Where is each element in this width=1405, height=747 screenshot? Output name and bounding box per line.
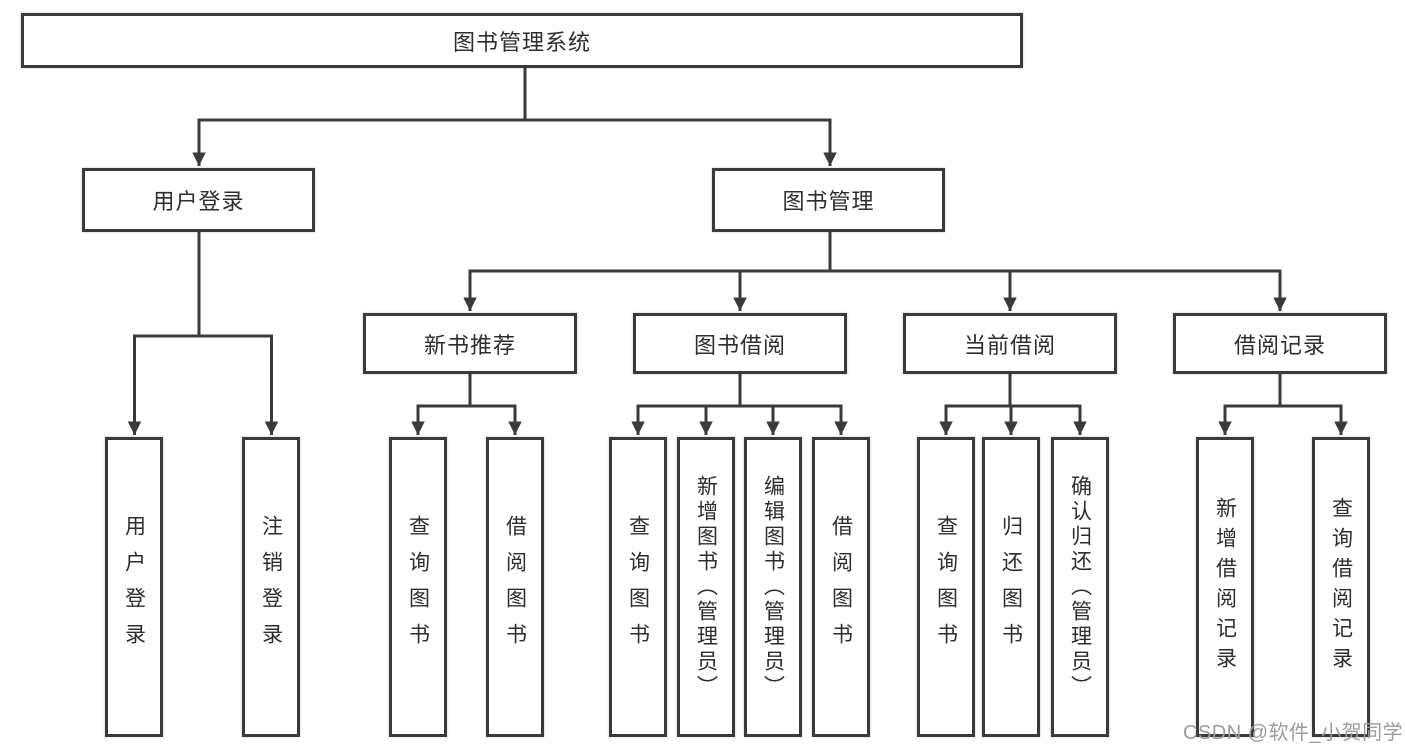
node-borrow-records: 借阅记录 [1173, 313, 1387, 374]
node-current-borrow: 当前借阅 [903, 313, 1117, 374]
leaf-borrow-books-recommend: 借阅图书 [486, 437, 544, 737]
leaf-user-login: 用户登录 [105, 437, 163, 737]
leaf-borrow-books: 借阅图书 [812, 437, 870, 737]
leaf-logout: 注销登录 [242, 437, 300, 737]
node-book-management: 图书管理 [712, 168, 945, 232]
leaf-confirm-return-admin: 确认归还（管理员） [1051, 437, 1109, 737]
leaf-query-borrow-record: 查询借阅记录 [1312, 437, 1370, 737]
node-new-book-recommend: 新书推荐 [363, 313, 577, 374]
node-user-login: 用户登录 [82, 168, 315, 232]
node-current-borrow-label: 当前借阅 [963, 332, 1056, 358]
leaf-edit-books-admin: 编辑图书（管理员） [744, 437, 802, 737]
leaf-query-books-borrow: 查询图书 [609, 437, 667, 737]
leaf-query-books-current: 查询图书 [917, 437, 975, 737]
leaf-return-books: 归还图书 [982, 437, 1040, 737]
node-user-login-label: 用户登录 [152, 189, 245, 214]
node-borrow-records-label: 借阅记录 [1233, 332, 1326, 358]
node-root-system: 图书管理系统 [21, 13, 1023, 68]
csdn-watermark: CSDN @软件_小贺同学 [1183, 722, 1404, 744]
node-root-label: 图书管理系统 [452, 29, 591, 55]
node-book-borrow: 图书借阅 [633, 313, 847, 374]
leaf-add-borrow-record: 新增借阅记录 [1196, 437, 1254, 737]
leaf-query-books-recommend: 查询图书 [389, 437, 447, 737]
node-new-book-recommend-label: 新书推荐 [423, 332, 516, 358]
leaf-add-books-admin: 新增图书（管理员） [677, 437, 735, 737]
node-book-management-label: 图书管理 [782, 189, 875, 214]
node-book-borrow-label: 图书借阅 [693, 332, 786, 358]
